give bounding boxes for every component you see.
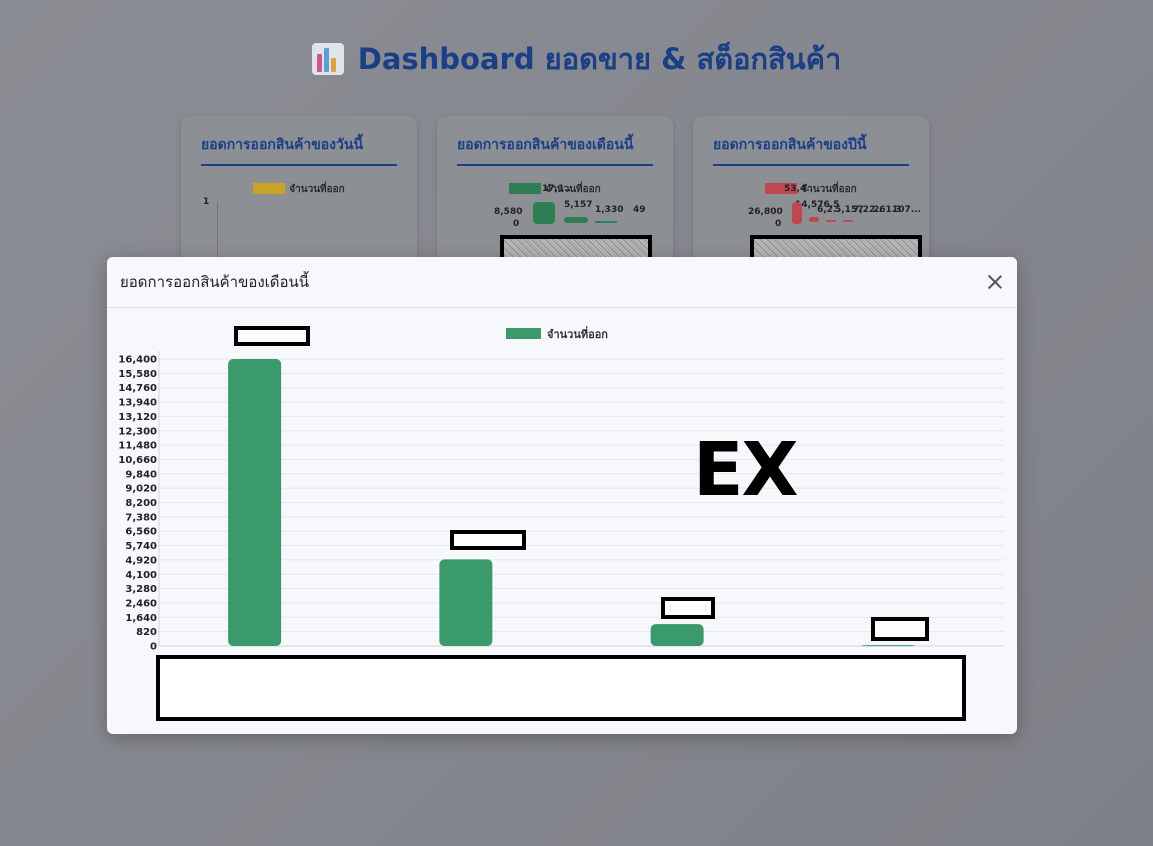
year-val-1: 53,4.. (784, 184, 814, 194)
month-mini-bar (564, 217, 588, 223)
y-tick-label: 9,840 (125, 469, 157, 480)
bar (439, 559, 493, 646)
y-tick-label: 12,300 (118, 426, 157, 437)
bar (650, 624, 704, 646)
y-tick-label: 5,740 (125, 541, 157, 552)
y-tick-label: 6,560 (125, 527, 157, 538)
y-tick-label: 4,100 (125, 570, 157, 581)
chart-modal[interactable]: ยอดการออกสินค้าของเดือนนี้ จำนวนที่ออก 0 8… (107, 257, 1017, 734)
y-tick-label: 2,460 (125, 598, 157, 609)
month-axis-zero: 0 (513, 219, 520, 229)
year-mini-bar (792, 202, 802, 224)
year-val-3: 6,2.. (817, 205, 840, 215)
page-title-text: Dashboard ยอดขาย & สต็อกสินค้า (357, 42, 842, 76)
legend-swatch (253, 183, 286, 194)
y-tick-label: 13,120 (118, 412, 157, 423)
year-card-title: ยอดการออกสินค้าของปีนี้ (713, 134, 909, 166)
y-tick-label: 10,660 (118, 455, 157, 466)
today-card-title: ยอดการออกสินค้าของวันนี้ (201, 134, 397, 166)
censored-value-label (661, 597, 715, 619)
legend-swatch (765, 183, 798, 194)
month-val-1: 17,1.. (542, 184, 572, 194)
ex-overlay-label: EX (693, 427, 799, 513)
y-tick-label: 16,400 (118, 355, 157, 366)
y-tick-label: 1,640 (125, 613, 157, 624)
modal-title: ยอดการออกสินค้าของเดือนนี้ (120, 273, 310, 291)
year-mini-bar (826, 220, 836, 222)
y-tick-label: 15,580 (118, 369, 157, 380)
year-val-7: 107... (892, 205, 922, 215)
censored-value-label (871, 617, 929, 641)
censored-value-label (450, 530, 526, 550)
month-val-3: 1,330 (595, 205, 624, 215)
month-legend: จำนวนที่ออก (437, 182, 673, 197)
month-mini-bar (595, 221, 617, 223)
year-val-2: 14,576.5 (795, 200, 840, 210)
year-val-5: 7,22.. (853, 205, 883, 215)
censored-value-label (234, 326, 310, 346)
legend-swatch (506, 328, 541, 339)
today-legend: จำนวนที่ออก (181, 182, 417, 197)
year-legend: จำนวนที่ออก (693, 182, 929, 197)
year-axis-top: 26,800 (748, 207, 783, 217)
month-mini-bar (533, 202, 555, 224)
month-val-2: 5,157 (564, 200, 593, 210)
month-val-4: 49 (633, 205, 646, 215)
today-axis-line (217, 202, 218, 286)
year-val-6: 261.3 (873, 205, 902, 215)
bar-chart-emoji-icon (311, 43, 344, 75)
modal-header: ยอดการออกสินค้าของเดือนนี้ (107, 257, 1017, 308)
y-tick-label: 4,920 (125, 555, 157, 566)
y-tick-label: 7,380 (125, 512, 157, 523)
bar (861, 645, 915, 647)
month-card-title: ยอดการออกสินค้าของเดือนนี้ (457, 134, 653, 166)
month-axis-top: 8,580 (494, 207, 523, 217)
y-tick-label: 9,020 (125, 484, 157, 495)
close-icon[interactable] (985, 272, 1005, 292)
y-tick-label: 14,760 (118, 383, 157, 394)
y-tick-label: 13,940 (118, 398, 157, 409)
today-axis-top: 1 (203, 197, 210, 207)
year-mini-bar (843, 220, 853, 222)
legend-swatch (509, 183, 542, 194)
y-tick-label: 820 (136, 627, 157, 638)
monthly-bar-chart: จำนวนที่ออก 0 820 1,640 2,460 3,280 4,100 4,920… (118, 326, 1004, 653)
y-tick-label: 11,480 (118, 441, 157, 452)
censored-x-axis-labels (156, 655, 966, 721)
year-mini-bar (809, 217, 819, 222)
year-val-4: 5,157 (835, 205, 864, 215)
page-title: Dashboard ยอดขาย & สต็อกสินค้า (0, 36, 1153, 82)
bar (228, 359, 282, 646)
y-tick-label: 0 (150, 642, 157, 653)
legend-label: จำนวนที่ออก (547, 326, 608, 341)
y-tick-label: 8,200 (125, 498, 157, 509)
year-axis-zero: 0 (775, 219, 782, 229)
y-tick-label: 3,280 (125, 584, 157, 595)
